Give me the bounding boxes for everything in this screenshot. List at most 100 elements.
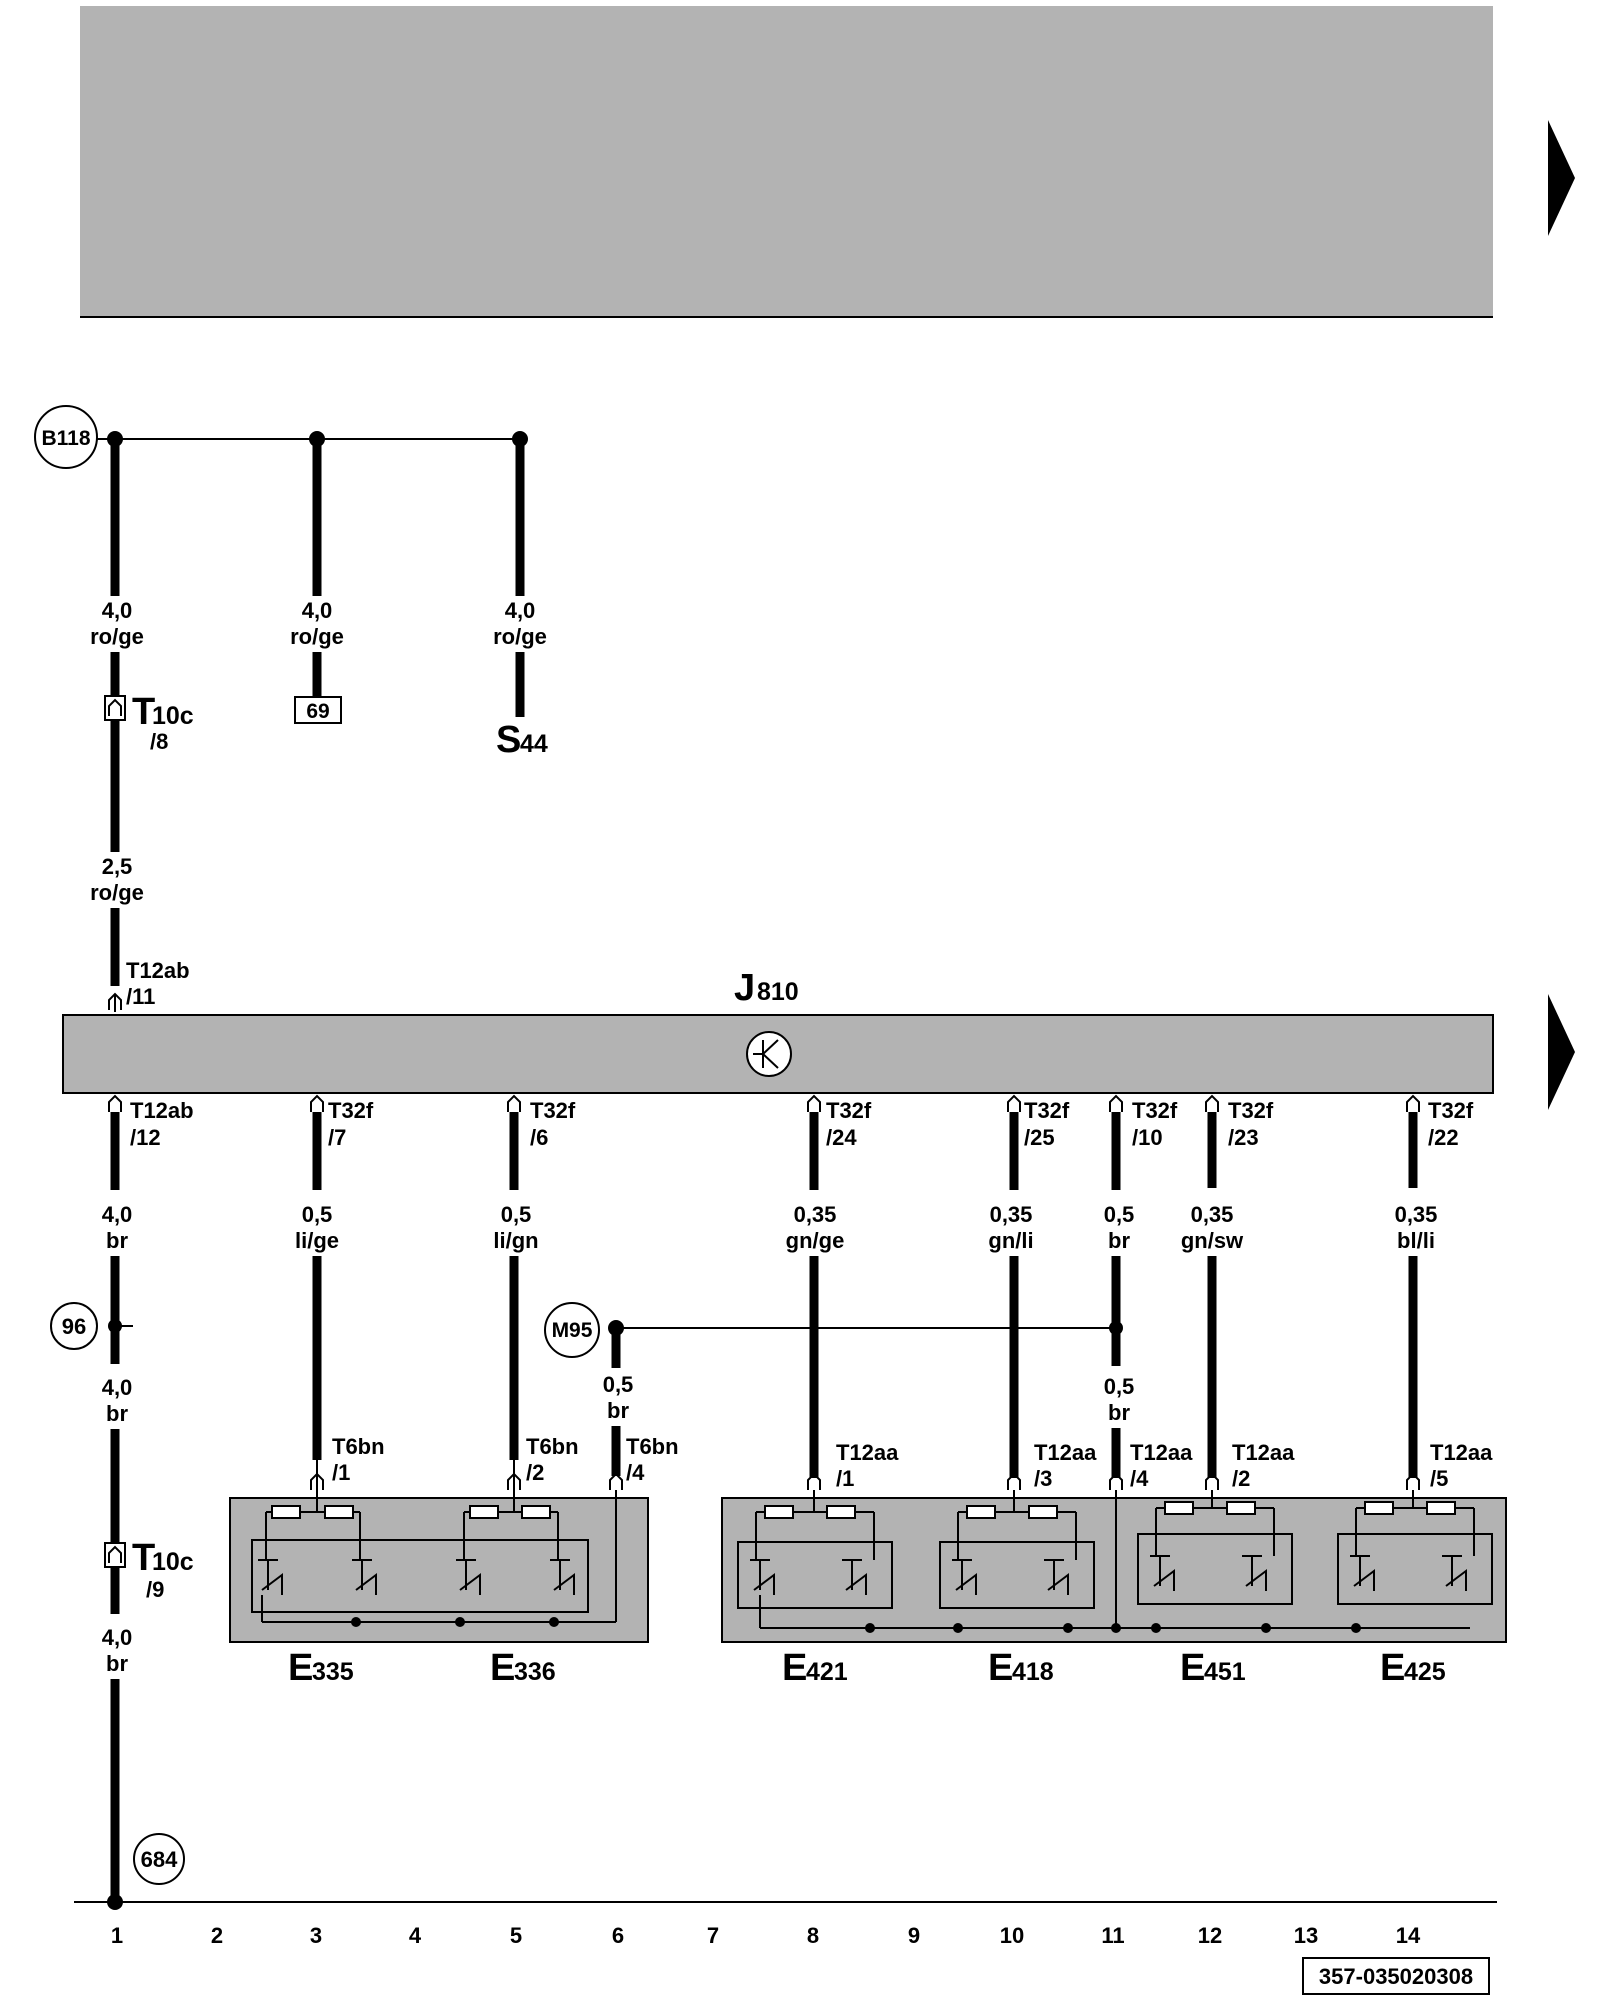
connector-t32f-23-name: T32f [1228,1098,1274,1123]
connector-t32f-7-name: T32f [328,1098,374,1123]
component-j810-sub: 810 [757,978,799,1006]
connector-t32f-22-pin: /22 [1428,1125,1459,1150]
ground-point-m95-label: M95 [552,1319,593,1342]
wire-track12-lower-color: gn/sw [1181,1228,1244,1253]
connector-t12aa-4-icon [1109,1472,1123,1490]
connector-t12ab-11-name: T12ab [126,958,190,983]
ground-point-684: 684 [133,1833,185,1885]
wire-track1-lower-gauge: 4,0 [102,1202,133,1227]
connector-t12ab-12-icon [108,1094,122,1112]
wire-track10-lower-color: gn/li [988,1228,1033,1253]
junction-dot-right-6 [1261,1623,1271,1633]
wire-track12-lower-gauge: 0,35 [1191,1202,1234,1227]
connector-t32f-10-pin: /10 [1132,1125,1163,1150]
connector-t12aa-4-pin: /4 [1130,1466,1149,1491]
connector-t6bn-4-pin: /4 [626,1460,645,1485]
track-number-12: 12 [1198,1923,1222,1948]
junction-dot-right-1 [865,1623,875,1633]
reference-box-69[interactable] [294,696,342,724]
component-e336-sub: 336 [514,1658,556,1686]
junction-dot-right-3 [1063,1623,1073,1633]
wire-track11-lower2-gauge: 0,5 [1104,1374,1135,1399]
track-number-10: 10 [1000,1923,1024,1948]
connector-t12aa-1-name: T12aa [836,1440,899,1465]
component-e421-sub: 421 [806,1658,848,1686]
wire-track5-upper-color: ro/ge [493,624,547,649]
junction-dot-left-3 [549,1617,559,1627]
connector-t6bn-2-pin: /2 [526,1460,544,1485]
connector-t10c-9-pin: /9 [146,1577,164,1602]
component-e425-letter: E [1380,1647,1405,1689]
switch-module-right[interactable] [721,1497,1507,1643]
wire-track1-lower3-gauge: 4,0 [102,1625,133,1650]
component-e418-letter: E [988,1647,1013,1689]
connector-t32f-22-icon [1406,1094,1420,1112]
component-e421-letter: E [782,1647,807,1689]
ground-point-b118: B118 [34,405,98,469]
junction-dot-left-1 [351,1617,361,1627]
ground-point-m95: M95 [544,1302,600,1358]
switch-module-left[interactable] [229,1497,649,1643]
track-number-2: 2 [211,1923,223,1948]
wire-track1-upper-gauge: 4,0 [102,598,133,623]
component-j810-letter: J [734,967,755,1009]
component-e451-letter: E [1180,1647,1205,1689]
connector-t32f-6-icon [507,1094,521,1112]
reference-circle-96[interactable]: 96 [50,1302,98,1350]
connector-t10c-8-icon [108,698,122,716]
connector-t10c-8-name: T [132,691,155,733]
component-s44-letter: S [496,719,521,761]
connector-t32f-7-icon [310,1094,324,1112]
wire-track1-middle-color: ro/ge [90,880,144,905]
connector-t32f-22-name: T32f [1428,1098,1474,1123]
connector-t32f-23-pin: /23 [1228,1125,1259,1150]
ground-point-b118-label: B118 [41,427,90,450]
wire-track6-lower-color: br [607,1398,629,1423]
connector-t10c-8-sub: 10c [152,702,194,730]
wire-track8-lower-gauge: 0,35 [794,1202,837,1227]
wire-track1-upper-color: ro/ge [90,624,144,649]
header-band [80,6,1493,317]
junction-dot-right-4 [1111,1623,1121,1633]
junction-dot-left-2 [455,1617,465,1627]
connector-t12aa-5-pin: /5 [1430,1466,1448,1491]
track-number-4: 4 [409,1923,422,1948]
connector-t12aa-5-icon [1406,1472,1420,1490]
connector-t32f-6-name: T32f [530,1098,576,1123]
wire-track1-lower3-color: br [106,1651,128,1676]
junction-dot-track1-96 [108,1319,122,1333]
wire-track14-lower-color: bl/li [1397,1228,1435,1253]
connector-t12aa-3-pin: /3 [1034,1466,1052,1491]
connector-t12ab-12-pin: /12 [130,1125,161,1150]
connector-t32f-23-icon [1205,1094,1219,1112]
connector-t32f-10-icon [1109,1094,1123,1112]
connector-t6bn-1-name: T6bn [332,1434,385,1459]
connector-t32f-10-name: T32f [1132,1098,1178,1123]
wire-track1-lower2-gauge: 4,0 [102,1375,133,1400]
track-number-13: 13 [1294,1923,1318,1948]
wire-track1-middle-gauge: 2,5 [102,854,133,879]
connector-t32f-24-icon [807,1094,821,1112]
connector-t12aa-1-pin: /1 [836,1466,854,1491]
component-e335-sub: 335 [312,1658,354,1686]
continue-arrow-top-icon[interactable] [1548,120,1575,236]
component-e425-sub: 425 [1404,1658,1446,1686]
component-e451-sub: 451 [1204,1658,1246,1686]
track-number-11: 11 [1101,1923,1124,1948]
wire-track1-lower2-color: br [106,1401,128,1426]
track-number-14: 14 [1396,1923,1421,1948]
document-number: 357-035020308 [1319,1964,1473,1989]
track-number-9: 9 [908,1923,920,1948]
junction-dot-right-5 [1151,1623,1161,1633]
reference-circle-96-label: 96 [62,1314,86,1339]
wire-track3-lower-gauge: 0,5 [302,1202,333,1227]
document-number-box [1302,1957,1490,1995]
connector-t32f-24-name: T32f [826,1098,872,1123]
continue-arrow-mid-icon[interactable] [1548,994,1575,1110]
connector-t32f-24-pin: /24 [826,1125,857,1150]
track-number-5: 5 [510,1923,522,1948]
connector-t10c-9: T 10c /9 [104,1537,194,1602]
connector-t32f-6-pin: /6 [530,1125,548,1150]
wire-track11-lower-color: br [1108,1228,1130,1253]
